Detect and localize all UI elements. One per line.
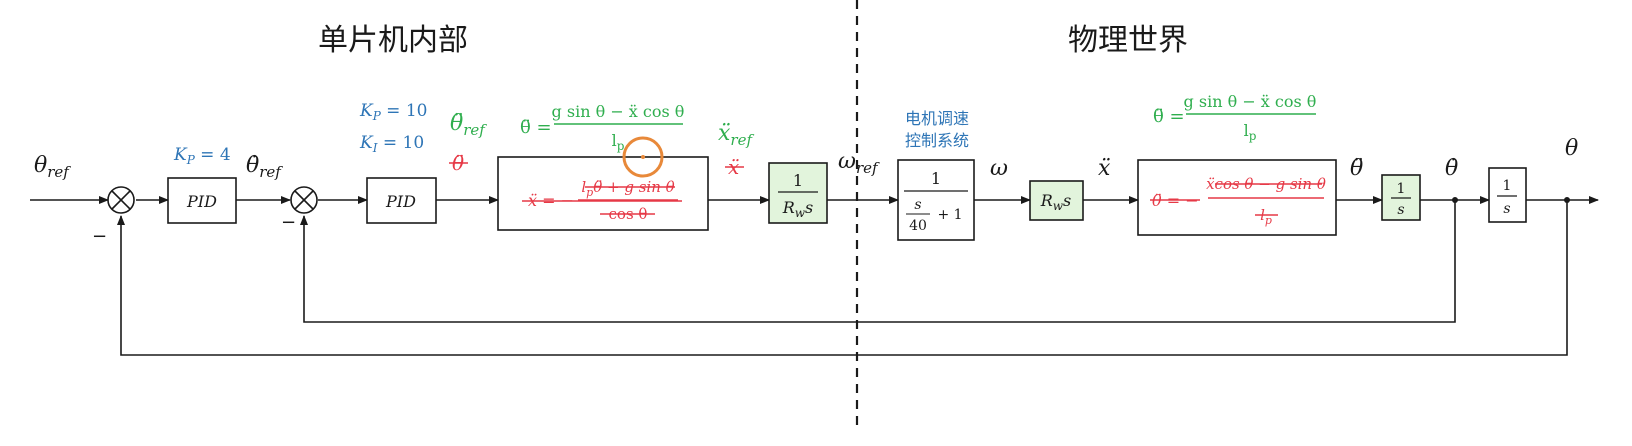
equation-theta-ddot-left: θ̈ = g sin θ − ẍ cos θ lp [520, 102, 684, 153]
label-kp-outer: KP = 4 [173, 145, 231, 167]
integrator-block-2: 1 s [1488, 167, 1527, 223]
summing-junction-inner [290, 186, 318, 214]
svg-text:s: s [914, 197, 921, 213]
svg-text:+ 1: + 1 [937, 207, 962, 223]
motor-label-line2: 控制系统 [905, 131, 969, 150]
section-title-physical: 物理世界 [1068, 23, 1188, 58]
cursor-highlight-circle [622, 136, 664, 178]
section-title-mcu: 单片机内部 [318, 23, 468, 58]
label-theta-dot-ref: θ̇ref [246, 153, 283, 181]
label-theta-ddot: θ̈ [1350, 156, 1363, 181]
svg-text:lp: lp [612, 131, 625, 153]
svg-text:Rws: Rws [782, 198, 814, 220]
junction-theta [1564, 197, 1570, 203]
label-theta-dot: θ̇ [1445, 156, 1458, 181]
svg-text:g sin θ − ẍ cos θ: g sin θ − ẍ cos θ [552, 102, 685, 121]
svg-text:s: s [1503, 201, 1510, 217]
svg-text:lp: lp [1244, 121, 1257, 143]
junction-theta-dot [1452, 197, 1458, 203]
label-x-ddot-struck: ẍ [725, 155, 744, 179]
plant-model-block: θ̈ = − ẍcos θ − g sin θ lp [1137, 159, 1337, 236]
svg-text:1: 1 [1503, 178, 1512, 194]
label-theta-ddot-struck: θ̈ [449, 151, 468, 175]
svg-text:PID: PID [385, 192, 416, 211]
wire-feedback-inner [300, 200, 1456, 323]
label-theta: θ [1565, 136, 1578, 161]
label-ki-inner: KI = 10 [359, 133, 424, 155]
label-omega-ref: ωref [838, 149, 880, 177]
inverse-rw-block: 1 Rws [768, 162, 828, 224]
svg-text:g sin θ − ẍ cos θ: g sin θ − ẍ cos θ [1184, 92, 1317, 111]
svg-text:Rws: Rws [1040, 191, 1072, 213]
motor-label-line1: 电机调速 [905, 109, 969, 128]
label-theta-ref: θref [34, 153, 71, 181]
svg-text:1: 1 [931, 169, 941, 188]
label-kp-inner: KP = 10 [359, 101, 427, 123]
minus-sign-inner: − [281, 212, 296, 233]
equation-theta-ddot-right: θ̈ = g sin θ − ẍ cos θ lp [1153, 92, 1316, 143]
wire-feedback-outer [117, 200, 1568, 356]
svg-text:1: 1 [1397, 181, 1406, 197]
svg-text:lpθ̈ + g sin θ: lpθ̈ + g sin θ [581, 178, 674, 199]
pid-block-outer: PID [167, 177, 237, 224]
rw-block: Rws [1029, 180, 1084, 221]
label-theta-ddot-ref: θ̈ref [450, 111, 487, 139]
summing-junction-outer [107, 186, 135, 214]
pid-block-inner: PID [366, 177, 437, 224]
svg-text:s: s [1397, 202, 1404, 218]
svg-text:40: 40 [909, 218, 927, 234]
integrator-block-1: 1 s [1381, 174, 1421, 221]
svg-text:PID: PID [186, 192, 217, 211]
inverse-model-block: ẍ = − lpθ̈ + g sin θ cos θ [497, 136, 709, 231]
svg-text:θ̈ =: θ̈ = [520, 117, 552, 138]
motor-transfer-block: 1 s 40 + 1 [897, 159, 975, 241]
label-x-ddot-ref: ẍref [718, 121, 754, 149]
label-x-ddot: ẍ [1098, 156, 1111, 181]
svg-text:θ̈ =: θ̈ = [1153, 106, 1185, 127]
label-omega: ω [990, 156, 1008, 181]
minus-sign-outer: − [92, 226, 107, 247]
svg-text:1: 1 [793, 171, 803, 190]
